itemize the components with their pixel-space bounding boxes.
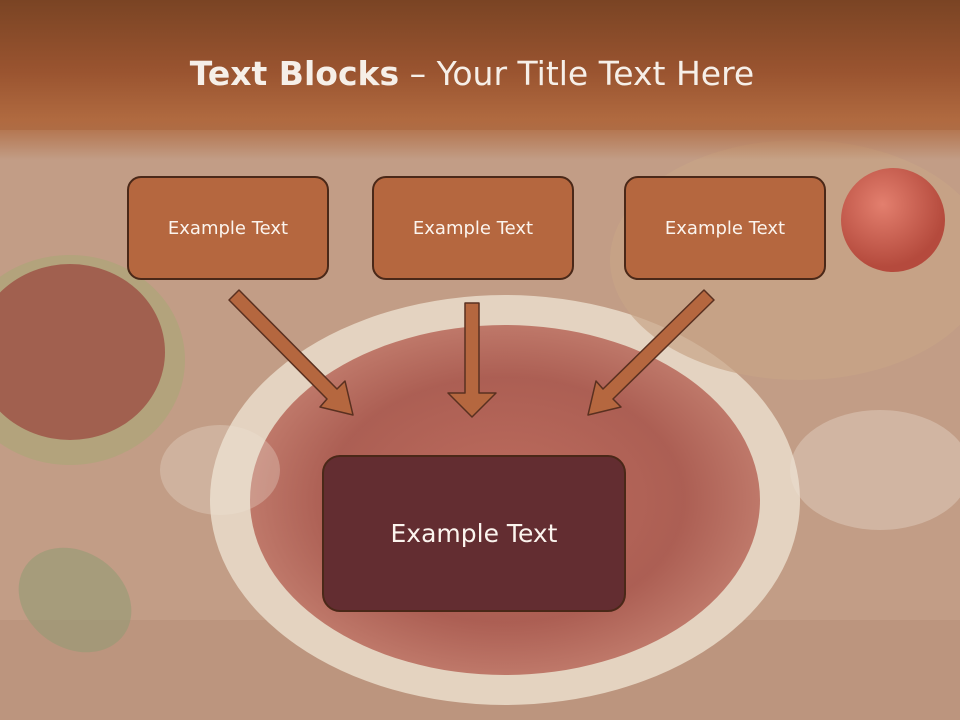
text-block-3[interactable]: Example Text [624, 176, 826, 280]
title-bold: Text Blocks [189, 54, 400, 93]
text-block-1[interactable]: Example Text [127, 176, 329, 280]
arrow-left [228, 289, 354, 416]
text-block-1-label: Example Text [167, 217, 289, 239]
arrow-center [447, 302, 497, 418]
main-text-block-label: Example Text [390, 519, 558, 548]
text-block-2-label: Example Text [412, 217, 534, 239]
title-dash: – [399, 54, 437, 93]
arrow-right [587, 289, 715, 416]
title-bar [0, 0, 960, 160]
title-rest: Your Title Text Here [436, 54, 755, 93]
text-block-3-label: Example Text [664, 217, 786, 239]
main-text-block[interactable]: Example Text [322, 455, 626, 612]
text-block-2[interactable]: Example Text [372, 176, 574, 280]
slide-title: Text Blocks – Your Title Text Here [0, 54, 944, 93]
